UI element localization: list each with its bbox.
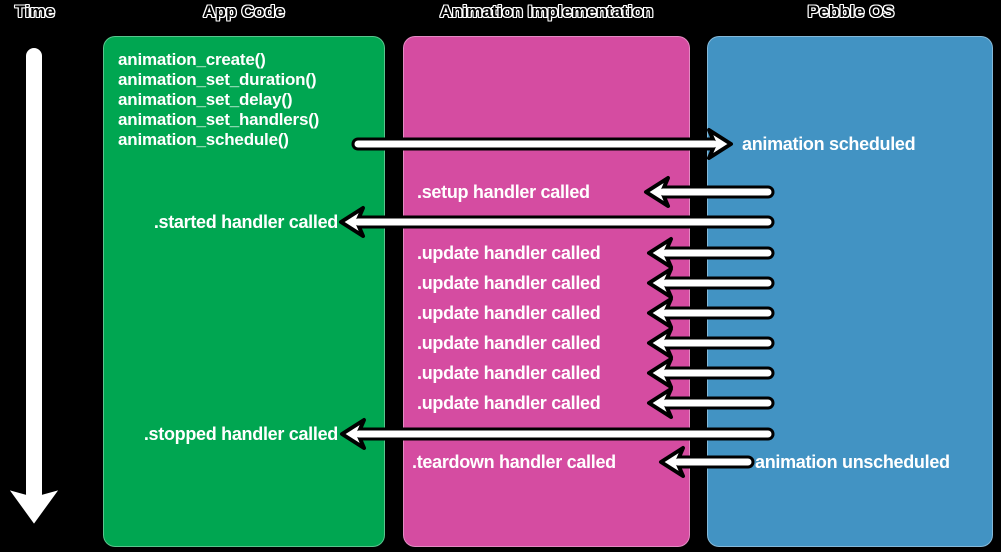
setup-handler-label: .setup handler called: [417, 182, 590, 202]
code-line: animation_set_handlers(): [118, 110, 320, 129]
code-line: animation_set_delay(): [118, 90, 293, 109]
time-header: Time: [14, 2, 56, 21]
pebble-os-box: [707, 36, 993, 547]
app-code-box: [103, 36, 385, 547]
time-axis-arrow: [3, 45, 65, 529]
update-handler-label: .update handler called: [417, 303, 601, 323]
app-code-header: App Code: [203, 2, 285, 21]
animation-implementation-header: Animation Implementation: [439, 2, 654, 21]
teardown-handler-label: .teardown handler called: [412, 452, 616, 472]
update-handler-label: .update handler called: [417, 273, 601, 293]
animation-implementation-box: [403, 36, 690, 547]
app-code-call-list: animation_create() animation_set_duratio…: [118, 50, 319, 150]
update-handler-label: .update handler called: [417, 393, 601, 413]
stopped-handler-label: .stopped handler called: [143, 424, 338, 444]
update-handler-label: .update handler called: [417, 333, 601, 353]
code-line: animation_set_duration(): [118, 70, 317, 89]
code-line: animation_schedule(): [118, 130, 289, 149]
update-handler-label: .update handler called: [417, 243, 601, 263]
pebble-os-header: Pebble OS: [807, 2, 895, 21]
animation-scheduled-label: animation scheduled: [742, 134, 916, 154]
animation-unscheduled-label: animation unscheduled: [755, 452, 950, 472]
started-handler-label: .started handler called: [153, 212, 338, 232]
update-handler-label: .update handler called: [417, 363, 601, 383]
code-line: animation_create(): [118, 50, 266, 69]
